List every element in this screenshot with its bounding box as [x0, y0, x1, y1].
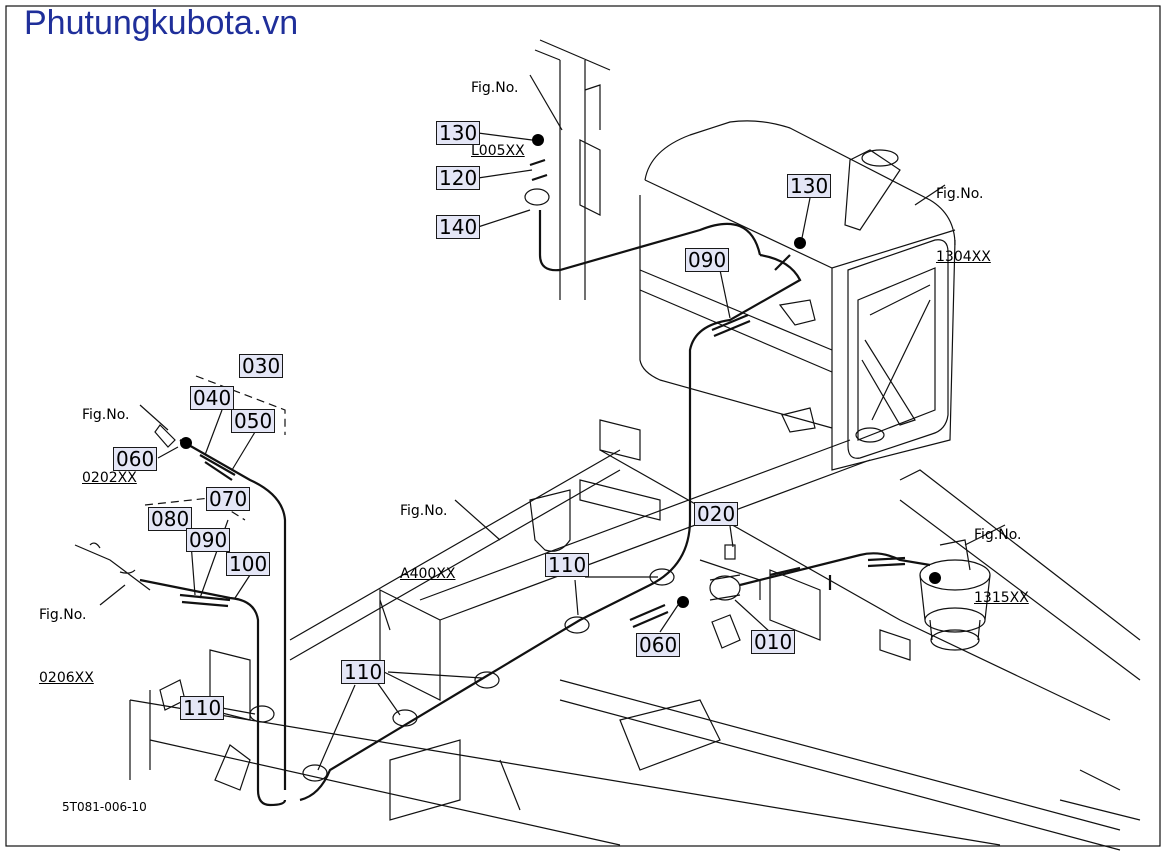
diagram-border [5, 5, 1161, 847]
callout-010[interactable]: 010 [751, 630, 796, 654]
fig-ref-label: Fig.No. [936, 186, 984, 202]
fig-ref-0206[interactable]: Fig.No. 0206XX [39, 563, 94, 710]
fig-ref-label: Fig.No. [400, 503, 448, 519]
callout-040[interactable]: 040 [190, 386, 235, 410]
callout-110[interactable]: 110 [180, 696, 225, 720]
callout-080[interactable]: 080 [148, 507, 193, 531]
callout-050[interactable]: 050 [231, 409, 276, 433]
fig-ref-code: 0202XX [82, 470, 137, 486]
fig-ref-code: L005XX [471, 143, 525, 159]
callout-070[interactable]: 070 [206, 487, 251, 511]
fuel-tank [639, 120, 956, 471]
callout-130[interactable]: 130 [436, 121, 481, 145]
callout-110[interactable]: 110 [341, 660, 386, 684]
fig-ref-a400[interactable]: Fig.No. A400XX [400, 459, 455, 606]
fig-ref-code: 1315XX [974, 590, 1029, 606]
fig-ref-label: Fig.No. [974, 527, 1022, 543]
callout-060[interactable]: 060 [113, 447, 158, 471]
fuel-line-left-upper [179, 439, 287, 790]
callout-140[interactable]: 140 [436, 215, 481, 239]
fig-ref-l005[interactable]: Fig.No. L005XX [471, 36, 525, 183]
fig-ref-code: 0206XX [39, 670, 94, 686]
callout-120[interactable]: 120 [436, 166, 481, 190]
fuel-line-left [139, 578, 287, 807]
fuel-filter [919, 539, 991, 651]
site-watermark: Phutungkubota.vn [24, 4, 299, 42]
fig-ref-code: A400XX [400, 566, 456, 582]
fuel-line-right [739, 552, 931, 587]
callout-060[interactable]: 060 [636, 633, 681, 657]
fig-ref-1315[interactable]: Fig.No. 1315XX [974, 483, 1029, 630]
fig-ref-label: Fig.No. [471, 80, 519, 96]
fig-ref-0202[interactable]: Fig.No. 0202XX [82, 363, 137, 510]
callout-100[interactable]: 100 [226, 552, 271, 576]
fuel-pump [709, 544, 741, 649]
fig-ref-1304[interactable]: Fig.No. 1304XX [936, 142, 991, 289]
callout-090[interactable]: 090 [685, 248, 730, 272]
callout-020[interactable]: 020 [694, 502, 739, 526]
fuel-line-main [299, 210, 802, 802]
column-frame [539, 39, 611, 300]
drawing-code: 5T081-006-10 [62, 800, 147, 814]
callout-110[interactable]: 110 [545, 553, 590, 577]
callout-090[interactable]: 090 [186, 528, 231, 552]
fig-ref-label: Fig.No. [39, 607, 87, 623]
fig-ref-code: 1304XX [936, 249, 991, 265]
fig-ref-label: Fig.No. [82, 407, 130, 423]
callout-030[interactable]: 030 [239, 354, 284, 378]
callout-130[interactable]: 130 [787, 174, 832, 198]
